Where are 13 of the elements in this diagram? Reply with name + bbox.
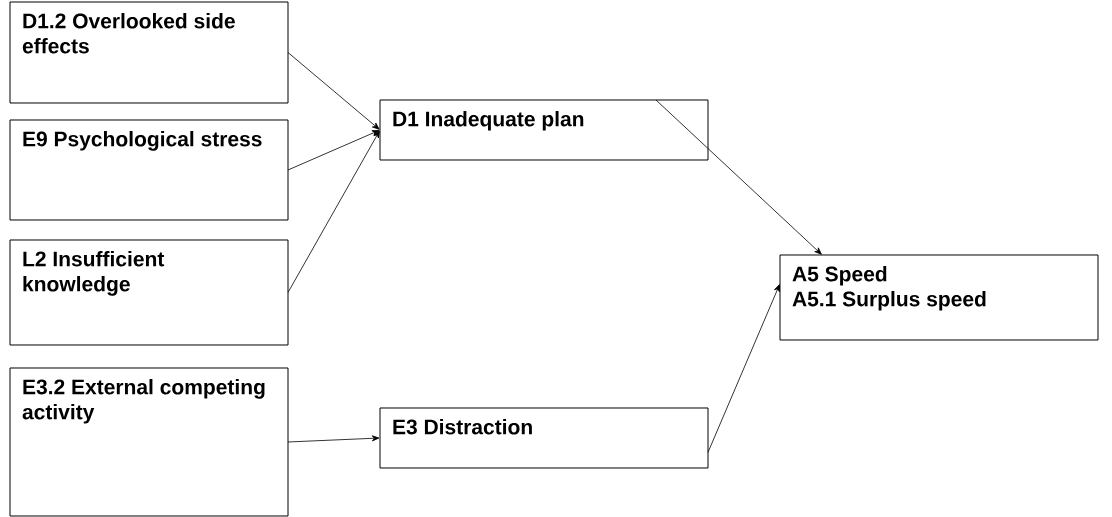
text-box: E3.2 External competing activity xyxy=(9,367,289,517)
arrow xyxy=(707,284,780,453)
text-box: L2 Insufficient knowledge xyxy=(9,239,289,346)
text-box: A5 Speed A5.1 Surplus speed xyxy=(779,254,1099,341)
arrow xyxy=(655,99,822,255)
arrow xyxy=(287,130,380,171)
arrow xyxy=(287,130,380,293)
text-box: D1.2 Overlooked side effects xyxy=(9,1,289,104)
text-box: E9 Psychological stress xyxy=(9,119,289,221)
arrow xyxy=(287,52,380,130)
text-box: D1 Inadequate plan xyxy=(379,99,709,161)
arrow xyxy=(287,435,380,443)
text-box: E3 Distraction xyxy=(379,407,709,469)
